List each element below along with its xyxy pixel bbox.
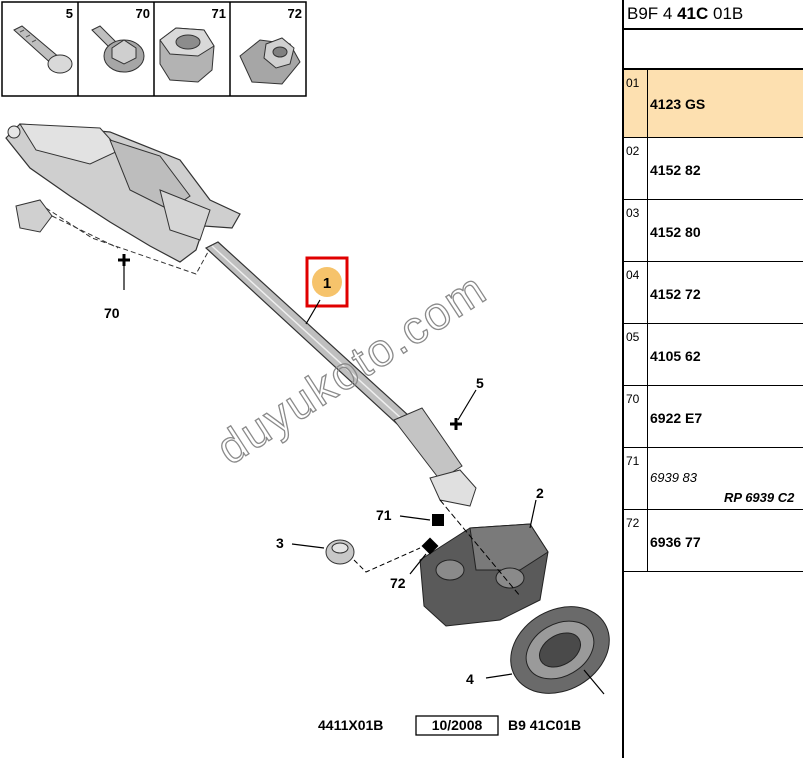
callout-70[interactable]: 70: [104, 305, 120, 321]
row-index: 04: [624, 262, 648, 323]
fastener-cross-70: [118, 254, 130, 290]
row-reference: 4123 GS: [650, 96, 706, 112]
lock-housing-part-2[interactable]: [419, 499, 549, 627]
row-replacement: RP 6939 C2: [724, 490, 795, 505]
thumbnail-label: 71: [212, 6, 226, 21]
flange-nut-icon: [239, 37, 301, 85]
parts-row[interactable]: 70 6922 E7: [624, 386, 803, 448]
row-index: 72: [624, 510, 648, 571]
footer-ref: B9 41C01B: [508, 717, 581, 733]
parts-row[interactable]: 71 6939 83 RP 6939 C2: [624, 448, 803, 510]
thumbnail-label: 5: [66, 6, 73, 21]
callout-label: 1: [323, 275, 331, 292]
row-reference: 4152 82: [650, 162, 701, 178]
header-group: 41C: [677, 4, 709, 23]
ring-part-4[interactable]: [485, 589, 622, 710]
diagram-footer: 4411X01B 10/2008 B9 41C01B: [318, 715, 581, 736]
footer-code: 4411X01B: [318, 717, 383, 733]
callout-5[interactable]: 5: [476, 375, 484, 391]
row-index: 70: [624, 386, 648, 447]
row-index: 05: [624, 324, 648, 385]
thumbnail-label: 70: [136, 6, 150, 21]
footer-date-box: [415, 715, 499, 736]
header-suffix: 01B: [708, 4, 744, 23]
parts-list-panel: B9F 4 41C 01B 01 4123 GS 02 4152 82 03 4…: [624, 0, 803, 758]
fastener-cross-5: [450, 389, 477, 430]
callout-3[interactable]: 3: [276, 535, 284, 551]
thumbnail-5[interactable]: 5: [13, 6, 73, 74]
panel-header: B9F 4 41C 01B: [624, 0, 803, 28]
parts-row[interactable]: 01 4123 GS: [624, 70, 803, 138]
footer-date: 10/2008: [432, 717, 483, 733]
parts-row[interactable]: 04 4152 72: [624, 262, 803, 324]
callout-badge: [312, 267, 342, 297]
row-reference: 4152 72: [650, 286, 701, 302]
marker-71: [399, 514, 444, 526]
steering-column-assembly[interactable]: [5, 123, 477, 507]
marker-72: [409, 537, 439, 575]
thumbnail-70[interactable]: 70: [91, 6, 150, 73]
header-prefix: B9F 4: [627, 4, 678, 23]
parts-row[interactable]: 03 4152 80: [624, 200, 803, 262]
thumbnail-label: 72: [288, 6, 302, 21]
parts-row[interactable]: 72 6936 77: [624, 510, 803, 572]
parts-row[interactable]: 02 4152 82: [624, 138, 803, 200]
panel-subheader: [624, 28, 803, 70]
selection-highlight: [305, 256, 349, 308]
callout-72[interactable]: 72: [390, 575, 406, 591]
callout-1[interactable]: 1: [305, 256, 349, 325]
flange-bolt-icon: [91, 25, 145, 73]
thumbnail-strip: 5 70 71: [1, 1, 307, 97]
row-reference: 4105 62: [650, 348, 701, 364]
callout-2[interactable]: 2: [536, 485, 544, 501]
callout-71[interactable]: 71: [376, 507, 392, 523]
plug-part-3[interactable]: [291, 539, 421, 573]
row-index: 01: [624, 70, 648, 137]
parts-row[interactable]: 05 4105 62: [624, 324, 803, 386]
watermark: duyukoto.com: [207, 262, 496, 475]
row-reference: 6922 E7: [650, 410, 703, 426]
hex-nut-icon: [159, 27, 215, 83]
parts-diagram: 5 70 71: [1, 1, 622, 736]
screw-icon: [13, 25, 73, 74]
row-index: 71: [624, 448, 648, 509]
row-index: 02: [624, 138, 648, 199]
row-index: 03: [624, 200, 648, 261]
panel-divider: [622, 0, 624, 758]
row-reference: 6936 77: [650, 534, 701, 550]
callout-4[interactable]: 4: [466, 671, 474, 687]
thumbnail-72[interactable]: 72: [239, 6, 302, 85]
row-reference: 4152 80: [650, 224, 701, 240]
row-reference: 6939 83: [650, 470, 697, 485]
thumbnail-71[interactable]: 71: [159, 6, 226, 83]
